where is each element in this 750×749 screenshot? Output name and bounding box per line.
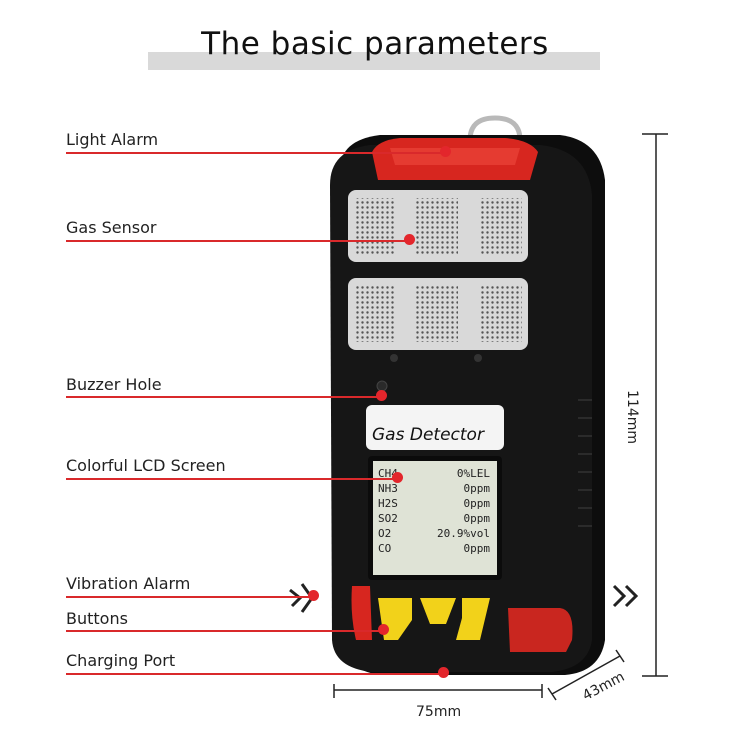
lcd-gas-value: 0ppm [464, 512, 491, 525]
lcd-gas-value: 0%LEL [457, 467, 490, 480]
label-buttons: Buttons [66, 609, 128, 628]
sensor-grilles [356, 198, 522, 342]
button-right[interactable] [456, 598, 490, 640]
dimension-height: 114mm [624, 390, 640, 444]
title-underline-bar [148, 52, 600, 70]
dot-lcd-screen [392, 472, 403, 483]
right-side-lens [508, 608, 573, 652]
line-light-alarm [66, 152, 446, 154]
dot-light-alarm [440, 146, 451, 157]
vibration-icon-right [612, 584, 639, 608]
label-gas-sensor: Gas Sensor [66, 218, 157, 237]
screw-hole-right [474, 354, 482, 362]
grip-ribs [578, 399, 592, 527]
screw-hole-left [390, 354, 398, 362]
dot-gas-sensor [404, 234, 415, 245]
dot-vibration-alarm [308, 590, 319, 601]
label-vibration-alarm: Vibration Alarm [66, 574, 191, 593]
title-area: The basic parameters [0, 22, 750, 72]
left-side-lens [351, 586, 372, 640]
page-title: The basic parameters [201, 26, 549, 62]
lcd-gas-value: 20.9%vol [437, 527, 490, 540]
line-gas-sensor [66, 240, 410, 242]
label-charging-port: Charging Port [66, 651, 176, 670]
lcd-gas-name: O2 [378, 527, 391, 540]
dimension-lines [333, 133, 668, 701]
lcd-gas-name: H2S [378, 497, 398, 510]
lcd-gas-name: CO [378, 542, 391, 555]
dot-charging-port [438, 667, 449, 678]
button-center[interactable] [420, 598, 456, 624]
hanging-ring-icon [467, 115, 523, 141]
label-buzzer-hole: Buzzer Hole [66, 375, 162, 394]
dimension-width: 75mm [416, 704, 462, 720]
dot-buzzer-hole [376, 390, 387, 401]
lcd-gas-value: 0ppm [464, 482, 491, 495]
line-buzzer-hole [66, 396, 382, 398]
label-lcd-screen: Colorful LCD Screen [66, 456, 226, 475]
line-lcd-screen [66, 478, 400, 480]
brand-text: Gas Detector [372, 425, 485, 445]
line-charging-port [66, 673, 442, 675]
label-light-alarm: Light Alarm [66, 130, 159, 149]
line-vibration-alarm [66, 596, 312, 598]
line-buttons [66, 630, 382, 632]
lcd-gas-value: 0ppm [464, 542, 491, 555]
dot-buttons [378, 624, 389, 635]
brand-plate [366, 405, 504, 450]
lcd-gas-value: 0ppm [464, 497, 491, 510]
lcd-gas-name: NH3 [378, 482, 398, 495]
lcd-gas-name: SO2 [378, 512, 398, 525]
